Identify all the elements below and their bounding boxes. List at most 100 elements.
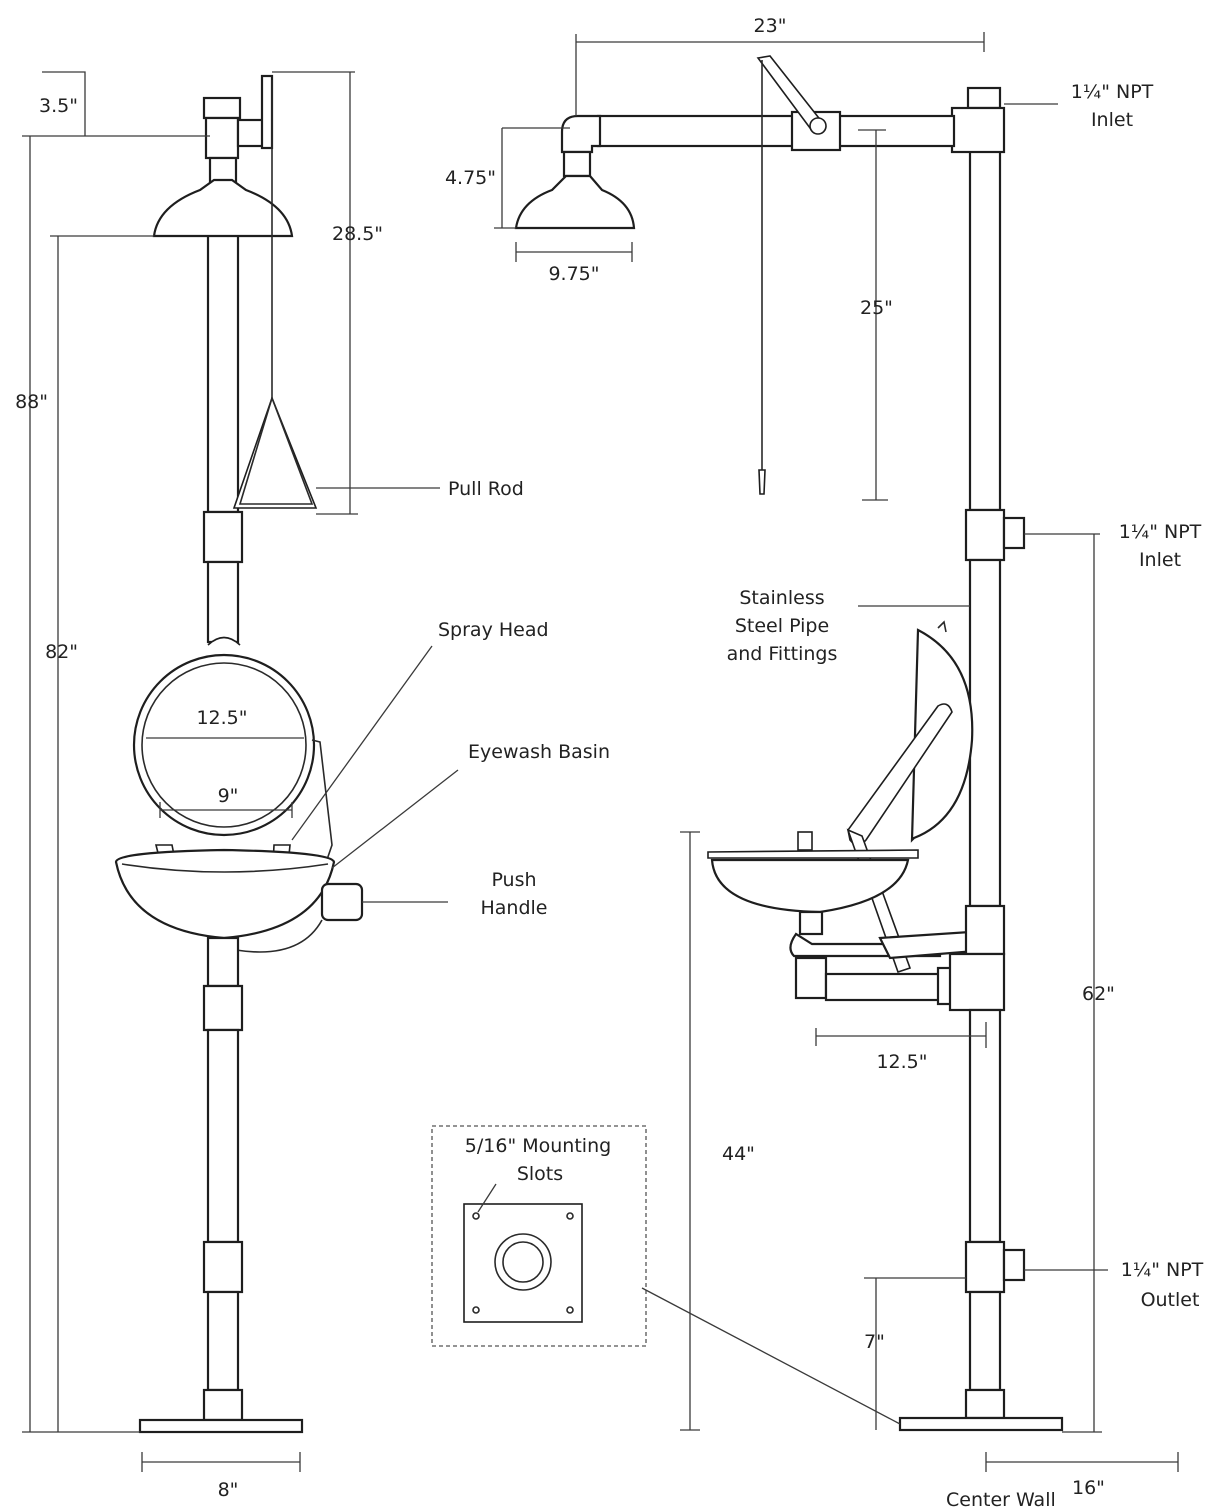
side-head-neck — [562, 150, 592, 178]
side-outlet-tee — [964, 1240, 1006, 1294]
pipe-label-3: and Fittings — [727, 643, 838, 665]
side-lower-tee-upper — [964, 904, 1006, 956]
side-mid-pipe — [968, 558, 1002, 908]
labels: 3.5" 28.5" 88" 82" 8" 12.5" 9" Pull Rod … — [15, 15, 1204, 1511]
dim-7-label: 7" — [864, 1331, 885, 1353]
front-lower-tee — [202, 984, 244, 1032]
mounting-ring-inner — [502, 1241, 544, 1283]
spray-head-leader — [291, 645, 433, 841]
side-mid-inlet-stub — [1002, 516, 1026, 550]
dim-12-5-bowl-label: 12.5" — [196, 707, 247, 729]
side-top-tee — [950, 106, 1006, 154]
front-shower-head — [152, 178, 294, 238]
side-lower-pipe — [968, 1008, 1002, 1244]
front-head-neck — [208, 156, 238, 184]
side-drain-arm — [824, 972, 954, 1002]
dim-3-5-line — [42, 71, 86, 136]
front-push-handle — [320, 882, 364, 922]
front-valve-body — [236, 118, 266, 148]
mounting-slot-tr — [566, 1212, 574, 1220]
mounting-detail-leader — [641, 1287, 901, 1425]
outlet-label-1: 1¼" NPT — [1121, 1259, 1204, 1281]
eyewash-basin-leader — [331, 769, 459, 869]
front-pull-handle — [232, 395, 318, 509]
inlet-mid-label-1: 1¼" NPT — [1119, 521, 1202, 543]
inlet-top-label-1: 1¼" NPT — [1071, 81, 1154, 103]
front-lower-pipe — [206, 1028, 240, 1244]
side-drain-neck — [798, 910, 824, 936]
push-handle-label-2: Handle — [480, 897, 547, 919]
mounting-ring-outer — [494, 1233, 552, 1291]
front-mid-pipe — [206, 560, 240, 644]
front-coupling-upper — [202, 510, 244, 564]
dim-9-75-label: 9.75" — [548, 263, 599, 285]
front-basin-drain — [206, 936, 240, 988]
side-cover — [910, 628, 974, 843]
front-pull-handle-inner — [238, 395, 314, 505]
side-base-pipe — [968, 1290, 1002, 1392]
outlet-label-2: Outlet — [1141, 1289, 1200, 1311]
mounting-label-1: 5/16" Mounting — [465, 1135, 611, 1157]
side-basin-nozzle — [797, 831, 813, 851]
center-wall-label: Center Wall — [946, 1489, 1056, 1511]
dim-3-5-label: 3.5" — [39, 95, 78, 117]
front-handle-link — [235, 919, 323, 953]
dim-82-label: 82" — [45, 641, 78, 663]
front-basin — [114, 848, 336, 940]
dim-12-5-arm-label: 12.5" — [876, 1051, 927, 1073]
dim-4-75-label: 4.75" — [445, 167, 496, 189]
inlet-mid-label-2: Inlet — [1139, 549, 1181, 571]
mounting-plate — [463, 1203, 583, 1323]
side-outlet-stub — [1002, 1248, 1026, 1282]
front-cover-outer — [132, 653, 316, 837]
pipe-label-1: Stainless — [739, 587, 824, 609]
mounting-label-2: Slots — [517, 1163, 563, 1185]
side-pull-rod-end — [758, 469, 766, 495]
mounting-slot-tl — [472, 1212, 480, 1220]
mounting-slot-leader — [477, 1183, 497, 1213]
pull-rod-label: Pull Rod — [448, 478, 524, 500]
mounting-slot-bl — [472, 1306, 480, 1314]
side-top-cap — [966, 86, 1002, 110]
front-coupling-lower — [202, 1240, 244, 1294]
front-top-cap — [202, 96, 242, 120]
side-lever-pivot — [809, 117, 827, 135]
side-elbow — [560, 114, 602, 154]
pipe-label-2: Steel Pipe — [735, 615, 829, 637]
dim-28-5-label: 28.5" — [332, 223, 383, 245]
front-elbow — [204, 116, 240, 160]
front-view — [22, 71, 459, 1472]
front-upper-pipe — [206, 230, 240, 514]
side-view — [431, 32, 1179, 1472]
push-handle-label-1: Push — [491, 869, 536, 891]
dim-62-label: 62" — [1082, 983, 1115, 1005]
side-base-neck — [964, 1388, 1006, 1420]
inlet-top-label-2: Inlet — [1091, 109, 1133, 131]
front-base-flange-neck — [202, 1388, 244, 1422]
dim-25-label: 25" — [860, 297, 893, 319]
front-cover-inner — [141, 662, 307, 828]
side-horizontal-arm — [596, 114, 956, 148]
front-basin-rim — [121, 863, 329, 873]
front-cover-hinge — [207, 636, 241, 646]
side-shower-head — [514, 174, 636, 230]
dim-88-label: 88" — [15, 391, 48, 413]
dim-23-label: 23" — [754, 15, 787, 37]
mounting-inset-frame — [431, 1125, 647, 1347]
side-cover-clip — [937, 620, 947, 633]
dim-16-label: 16" — [1072, 1477, 1105, 1499]
side-lower-tee — [948, 952, 1006, 1012]
dim-44-label: 44" — [722, 1143, 755, 1165]
eyewash-basin-label: Eyewash Basin — [468, 741, 610, 763]
spray-head-label: Spray Head — [438, 619, 549, 641]
front-base-pipe — [206, 1290, 240, 1392]
front-base-plate — [138, 1418, 304, 1434]
dim-8-label: 8" — [218, 1479, 239, 1501]
dim-9-label: 9" — [218, 785, 239, 807]
side-base-plate — [898, 1416, 1064, 1432]
side-mid-tee — [964, 508, 1006, 562]
mounting-slot-br — [566, 1306, 574, 1314]
side-basin-rim — [707, 849, 919, 859]
front-valve-plate — [260, 74, 274, 150]
